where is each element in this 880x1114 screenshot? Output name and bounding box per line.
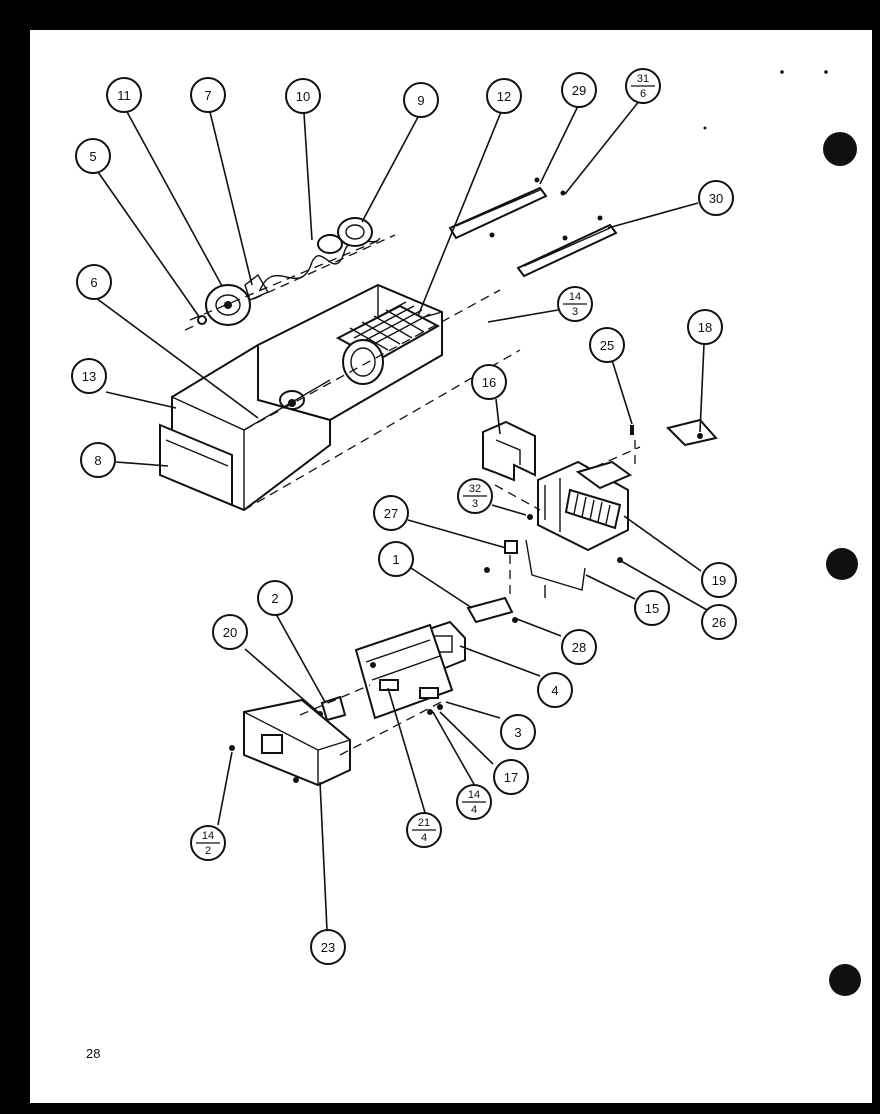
leader-lines — [95, 99, 708, 931]
svg-text:21: 21 — [418, 817, 430, 829]
svg-text:31: 31 — [637, 73, 649, 85]
callout-1: 1 — [378, 541, 414, 577]
svg-text:9: 9 — [417, 93, 424, 108]
svg-text:3: 3 — [514, 725, 521, 740]
svg-text:15: 15 — [645, 601, 659, 616]
callout-21-4: 214 — [406, 812, 442, 848]
callout-19: 19 — [701, 562, 737, 598]
svg-text:23: 23 — [321, 940, 335, 955]
svg-text:14: 14 — [468, 789, 480, 801]
callout-32-3: 323 — [457, 478, 493, 514]
svg-text:6: 6 — [640, 88, 646, 100]
svg-text:25: 25 — [600, 338, 614, 353]
callout-14-4: 144 — [456, 784, 492, 820]
callout-28: 28 — [561, 629, 597, 665]
svg-text:1: 1 — [392, 552, 399, 567]
svg-text:17: 17 — [504, 770, 518, 785]
callout-8: 8 — [80, 442, 116, 478]
callout-26: 26 — [701, 604, 737, 640]
callout-25: 25 — [589, 327, 625, 363]
svg-text:32: 32 — [469, 483, 481, 495]
control-assembly — [229, 620, 466, 787]
svg-text:14: 14 — [569, 291, 581, 303]
svg-text:4: 4 — [421, 832, 427, 844]
svg-text:6: 6 — [90, 275, 97, 290]
callout-29: 29 — [561, 72, 597, 108]
svg-text:3: 3 — [472, 498, 478, 510]
ice-maker-assembly — [466, 418, 718, 624]
callout-5: 5 — [75, 138, 111, 174]
svg-text:13: 13 — [82, 369, 96, 384]
svg-text:18: 18 — [698, 320, 712, 335]
svg-text:10: 10 — [296, 89, 310, 104]
svg-text:4: 4 — [551, 683, 558, 698]
svg-text:12: 12 — [497, 89, 511, 104]
callout-7: 7 — [190, 77, 226, 113]
shelf-rails — [448, 177, 618, 278]
svg-text:26: 26 — [712, 615, 726, 630]
callout-4: 4 — [537, 672, 573, 708]
svg-text:7: 7 — [204, 88, 211, 103]
binder-hole-top — [823, 132, 857, 166]
svg-text:11: 11 — [117, 88, 131, 103]
svg-text:14: 14 — [202, 830, 214, 842]
callout-13: 13 — [71, 358, 107, 394]
callouts: 11 7 10 9 12 29 316 5 30 6 143 18 25 13 … — [71, 68, 737, 965]
svg-text:30: 30 — [709, 191, 723, 206]
ice-container-assembly — [159, 234, 521, 512]
callout-11: 11 — [106, 77, 142, 113]
callout-27: 27 — [373, 495, 409, 531]
callout-23: 23 — [310, 929, 346, 965]
svg-text:5: 5 — [89, 149, 96, 164]
callout-17: 17 — [493, 759, 529, 795]
callout-12: 12 — [486, 78, 522, 114]
svg-text:8: 8 — [94, 453, 101, 468]
callout-31-6: 316 — [625, 68, 661, 104]
auger-motor-parts — [189, 217, 381, 326]
page-number: 28 — [86, 1046, 100, 1061]
callout-3: 3 — [500, 714, 536, 750]
svg-text:29: 29 — [572, 83, 586, 98]
svg-text:28: 28 — [572, 640, 586, 655]
callout-2: 2 — [257, 580, 293, 616]
callout-14-3: 143 — [557, 286, 593, 322]
svg-text:19: 19 — [712, 573, 726, 588]
svg-text:2: 2 — [205, 845, 211, 857]
callout-30: 30 — [698, 180, 734, 216]
svg-text:3: 3 — [572, 306, 578, 318]
callout-6: 6 — [76, 264, 112, 300]
callout-10: 10 — [285, 78, 321, 114]
svg-text:16: 16 — [482, 375, 496, 390]
binder-hole-middle — [826, 548, 858, 580]
callout-15: 15 — [634, 590, 670, 626]
callout-18: 18 — [687, 309, 723, 345]
svg-text:27: 27 — [384, 506, 398, 521]
paper-sheet — [30, 30, 872, 1103]
callout-14-2: 142 — [190, 825, 226, 861]
svg-text:2: 2 — [271, 591, 278, 606]
svg-text:20: 20 — [223, 625, 237, 640]
callout-9: 9 — [403, 82, 439, 118]
binder-hole-bottom — [829, 964, 861, 996]
svg-text:4: 4 — [471, 804, 477, 816]
callout-20: 20 — [212, 614, 248, 650]
callout-16: 16 — [471, 364, 507, 400]
